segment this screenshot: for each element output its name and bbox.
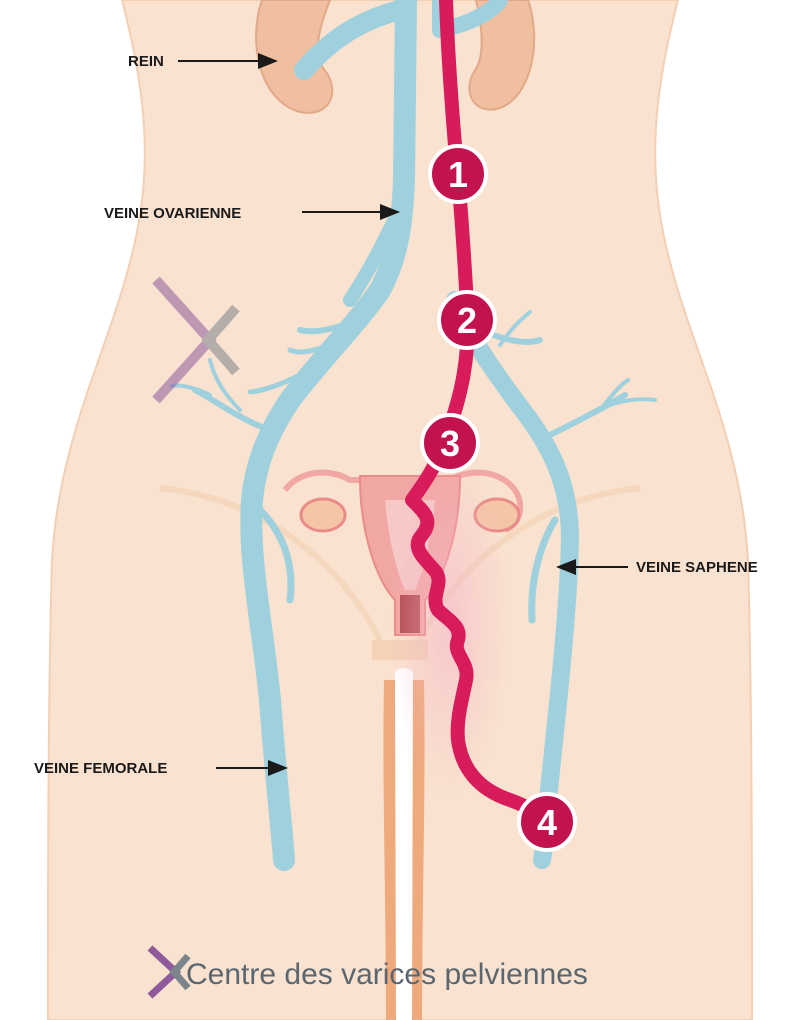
label-veine-femorale: VEINE FEMORALE bbox=[34, 760, 167, 777]
watermark-logo bbox=[152, 276, 240, 404]
marker-2: 2 bbox=[437, 290, 497, 350]
kidney-left bbox=[255, 0, 334, 114]
brand-logo-mark bbox=[147, 945, 191, 999]
marker-4: 4 bbox=[517, 792, 577, 852]
kidney-right bbox=[468, 0, 536, 111]
inner-leg-left bbox=[383, 679, 398, 1020]
groin-crease-left bbox=[159, 485, 383, 642]
label-rein: REIN bbox=[128, 53, 164, 70]
brand-name: Centre des varices pelviennes bbox=[186, 958, 588, 991]
marker-2-label: 2 bbox=[457, 300, 477, 341]
refluxing-vein bbox=[390, 0, 552, 825]
marker-1: 1 bbox=[428, 144, 488, 204]
marker-3: 3 bbox=[420, 413, 480, 473]
label-veine-saphene: VEINE SAPHENE bbox=[636, 559, 758, 576]
leg-split bbox=[395, 668, 413, 1020]
marker-1-label: 1 bbox=[448, 154, 468, 195]
label-veine-ovarienne: VEINE OVARIENNE bbox=[104, 205, 241, 222]
marker-3-label: 3 bbox=[440, 423, 460, 464]
marker-4-label: 4 bbox=[537, 802, 557, 843]
